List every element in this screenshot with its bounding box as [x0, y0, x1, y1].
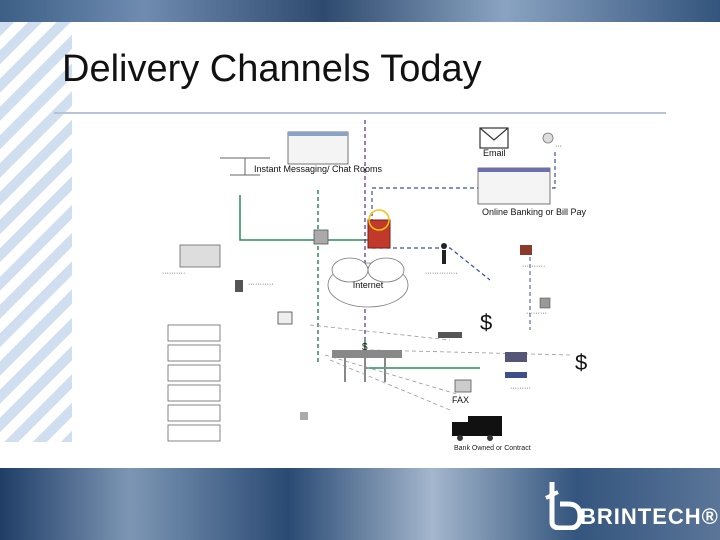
document-stack [167, 324, 221, 442]
small-device-icon [300, 412, 308, 420]
grey-dashed-line-2 [309, 324, 451, 341]
online-banking-label: Online Banking or Bill Pay [482, 207, 587, 217]
branch-icon [520, 245, 532, 255]
fax-icon [454, 379, 472, 393]
walk-in-person-head [441, 243, 447, 249]
brintech-text: BRINTECH [580, 504, 702, 529]
im-screenshot-titlebar [288, 132, 348, 136]
blue-dashed-line-up [371, 187, 482, 230]
im-label: Instant Messaging/ Chat Rooms [254, 164, 383, 174]
dollar-sign-1: $ [480, 310, 492, 335]
firewall-glow [368, 209, 390, 231]
im-screenshot [287, 131, 349, 165]
walk-in-text-stub: ·············· [425, 270, 458, 277]
atm-icon [539, 297, 551, 309]
grey-dashed-line-3 [324, 354, 461, 396]
pos-text-stub: ········· [510, 385, 531, 392]
cloud-puff-2 [367, 257, 405, 283]
bank-building-roof [332, 350, 402, 358]
building-icon [179, 244, 221, 268]
monitor-icon [277, 311, 293, 325]
brintech-logo [545, 482, 583, 530]
email-icon [479, 127, 509, 149]
email-icon-flap [479, 127, 509, 141]
email-label: Email [483, 148, 506, 158]
pos-icon [505, 372, 527, 378]
server-icon [313, 229, 329, 245]
doc-1 [167, 324, 221, 342]
truck: Bank Owned or Contract [452, 416, 531, 452]
online-banking-channel: Online Banking or Bill Pay [477, 167, 587, 217]
blue-dashed-link-1 [372, 247, 491, 281]
truck-label: Bank Owned or Contract [454, 445, 531, 452]
truck-body [468, 416, 502, 436]
online-banking-titlebar [478, 168, 550, 172]
brintech-registered: ® [701, 504, 719, 529]
fax-label: FAX [452, 395, 469, 405]
building-text-stub: ·········· [162, 270, 185, 277]
delivery-channels-diagram: Email Instant Messaging/ Chat Rooms Onli… [162, 120, 587, 452]
firewall [367, 209, 391, 249]
title-rule [54, 112, 666, 114]
truck-wheel-1 [457, 435, 463, 441]
top-banner [0, 0, 720, 22]
user-text-stub: ··· [555, 143, 562, 150]
firewall-icon [367, 219, 391, 249]
brintech-logo-mark [549, 482, 583, 530]
walk-in-person-icon [442, 250, 446, 264]
doc-4 [167, 384, 221, 402]
grey-dashed-line-4 [329, 359, 451, 411]
online-banking-screenshot [477, 167, 551, 205]
doc-6 [167, 424, 221, 442]
im-channel: Instant Messaging/ Chat Rooms [254, 131, 383, 174]
green-line-left [239, 195, 318, 241]
grey-dashed-line-1 [369, 349, 571, 356]
brintech-logo-accent [545, 490, 559, 500]
brintech-wordmark: BRINTECH® [580, 504, 719, 530]
internet-cloud: Internet [327, 257, 409, 308]
doc-3 [167, 364, 221, 382]
user-icon [542, 132, 554, 144]
left-decor-stripes [0, 22, 72, 442]
doc-2 [167, 344, 221, 362]
dollar-sign-2: $ [575, 350, 587, 375]
doc-5 [167, 404, 221, 422]
internet-label: Internet [353, 280, 384, 290]
register-icon [505, 352, 527, 362]
dollar-sign-small: $ [362, 342, 368, 353]
phone-text-stub: ··········· [248, 281, 274, 288]
atm-text-stub: ········· [526, 310, 547, 317]
branch-text-stub: ·········· [522, 263, 545, 270]
truck-cab [452, 422, 468, 436]
keyboard-icon [438, 332, 462, 338]
truck-wheel-2 [487, 435, 493, 441]
bottom-banner [0, 468, 720, 540]
slide-title: Delivery Channels Today [62, 48, 482, 90]
cloud-puff-1 [331, 257, 369, 283]
phone-icon [235, 280, 243, 292]
email-channel: Email [479, 127, 509, 158]
